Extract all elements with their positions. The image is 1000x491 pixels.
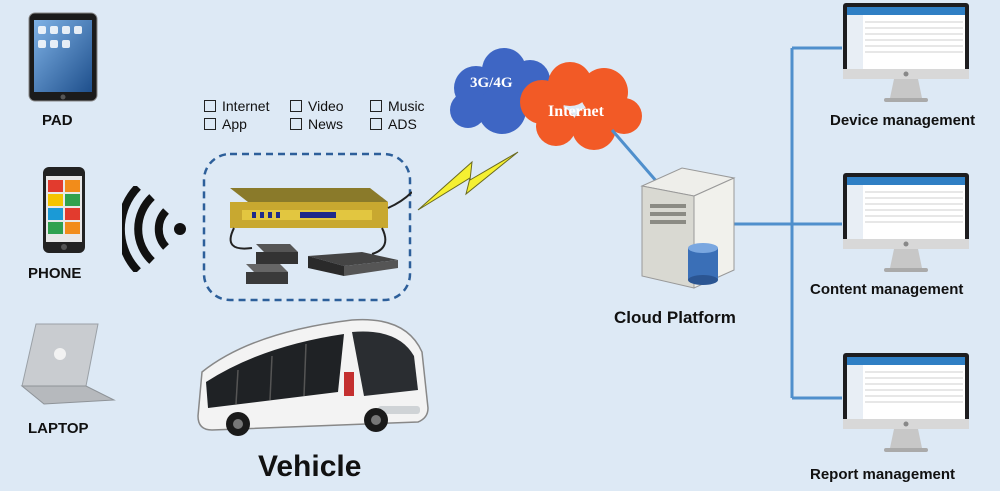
report-management-label: Report management: [810, 466, 956, 483]
phone-icon: [42, 166, 86, 254]
service-label: Internet: [222, 98, 270, 114]
service-app: App: [204, 116, 247, 132]
service-label: Video: [308, 98, 344, 114]
service-checklist: Internet Video Music App News ADS: [204, 98, 444, 138]
phone-label: PHONE: [28, 265, 82, 282]
service-label: News: [308, 116, 344, 132]
router-icon: [229, 188, 413, 255]
internet-cloud-icon: [520, 62, 642, 150]
service-label: App: [222, 116, 247, 132]
storage-module-icon: [246, 244, 298, 284]
service-label: ADS: [388, 116, 417, 132]
lightning-icon: [416, 150, 520, 216]
service-news: News: [290, 116, 343, 132]
bus-icon: [192, 312, 436, 442]
cloud-platform-label: Cloud Platform: [614, 308, 736, 327]
content-management-label: Content management: [810, 281, 964, 298]
monitor-content-management: [842, 172, 970, 274]
network-cloud-label: 3G/4G: [470, 75, 513, 91]
service-ads: ADS: [370, 116, 417, 132]
network-clouds: [446, 44, 646, 152]
router-group: [202, 152, 413, 302]
gps-module-icon: [308, 252, 398, 276]
laptop-label: LAPTOP: [28, 420, 89, 437]
service-video: Video: [290, 98, 344, 114]
service-music: Music: [370, 98, 425, 114]
database-icon: [688, 243, 718, 285]
monitor-report-management: [842, 352, 970, 454]
internet-cloud-label: Internet: [548, 103, 604, 120]
service-internet: Internet: [204, 98, 269, 114]
service-label: Music: [388, 98, 425, 114]
tablet-icon: [28, 12, 98, 102]
monitor-device-management: [842, 2, 970, 104]
vehicle-label: Vehicle: [258, 450, 362, 483]
device-management-label: Device management: [830, 112, 976, 129]
pad-label: PAD: [42, 112, 73, 129]
laptop-icon: [14, 320, 118, 408]
server-icon: [638, 166, 738, 290]
